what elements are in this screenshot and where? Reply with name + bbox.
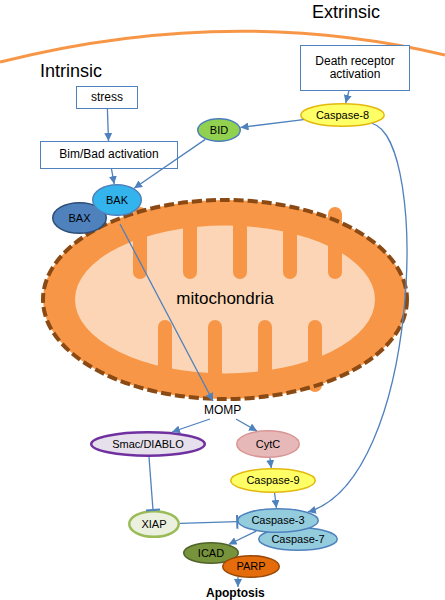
mitochondrion-outline <box>43 200 407 399</box>
pathway-heading: Intrinsic <box>40 62 102 82</box>
event-label: MOMP <box>204 404 241 417</box>
crista-fold <box>183 207 197 279</box>
node-ellipse <box>198 119 241 142</box>
crista-fold <box>283 207 297 279</box>
node-ellipse <box>91 432 205 456</box>
outer-membrane-fill <box>43 200 407 399</box>
protein-ellipse: BID <box>197 118 241 142</box>
node-ellipse <box>237 431 300 458</box>
node-label: XIAP <box>141 518 166 530</box>
inhibition-connector <box>180 522 237 524</box>
node-ellipse <box>53 203 107 234</box>
protein-ellipse: PARP <box>222 555 280 578</box>
arrow-connector <box>346 91 349 103</box>
process-box: Death receptor activation <box>300 45 410 91</box>
leader-arrow <box>172 419 210 432</box>
node-label: PARP <box>236 560 265 572</box>
arrow-connector <box>107 109 108 141</box>
node-ellipse <box>238 509 319 533</box>
protein-ellipse: CytC <box>236 430 300 458</box>
node-ellipse <box>231 469 316 493</box>
node-label: mitochondria <box>176 290 273 309</box>
node-label: CytC <box>256 438 280 450</box>
caspase-ellipse: Caspase-8 <box>300 103 385 127</box>
protein-ellipse: BAK <box>92 184 142 216</box>
node-label: BAX <box>68 212 90 224</box>
node-label: BAK <box>106 194 128 206</box>
crista-fold <box>258 320 272 392</box>
crista-fold <box>233 207 247 279</box>
caspase-ellipse: Caspase-3 <box>237 508 319 533</box>
inhibition-connector <box>149 457 153 510</box>
node-label: Caspase-8 <box>316 109 369 121</box>
node-ellipse <box>301 104 385 127</box>
arrow-connector <box>112 169 115 184</box>
arrow-connector <box>270 458 271 468</box>
node-label: ICAD <box>198 547 224 559</box>
arrow-connector <box>229 531 257 544</box>
process-box: stress <box>76 86 138 109</box>
node-label: BID <box>210 124 228 136</box>
pathway-heading: Extrinsic <box>312 3 380 23</box>
node-label: stress <box>91 91 123 104</box>
node-label: Caspase-7 <box>271 533 324 545</box>
crista-fold <box>308 320 322 392</box>
crista-fold <box>133 207 147 279</box>
node-label: Caspase-9 <box>246 474 299 486</box>
leader-arrow <box>237 577 238 587</box>
node-label: Smac/DIABLO <box>112 438 184 450</box>
node-label: Bim/Bad activation <box>59 148 158 161</box>
node-label: Caspase-3 <box>251 514 304 526</box>
process-box: Bim/Bad activation <box>40 141 178 169</box>
protein-ellipse: XIAP <box>128 510 180 538</box>
node-label: Death receptor activation <box>305 55 405 81</box>
outcome-label: Apoptosis <box>206 587 265 600</box>
node-ellipse <box>129 511 179 537</box>
caspase-ellipse: Caspase-9 <box>230 468 316 493</box>
node-ellipse <box>223 556 280 578</box>
node-ellipse <box>259 528 338 551</box>
crista-fold <box>208 320 222 392</box>
leader-arrow <box>236 419 257 431</box>
node-ellipse <box>93 185 142 216</box>
arrow-connector <box>241 120 304 128</box>
arrow-connector <box>275 493 277 508</box>
protein-ellipse: Smac/DIABLO <box>90 431 206 457</box>
crista-fold <box>158 320 172 392</box>
